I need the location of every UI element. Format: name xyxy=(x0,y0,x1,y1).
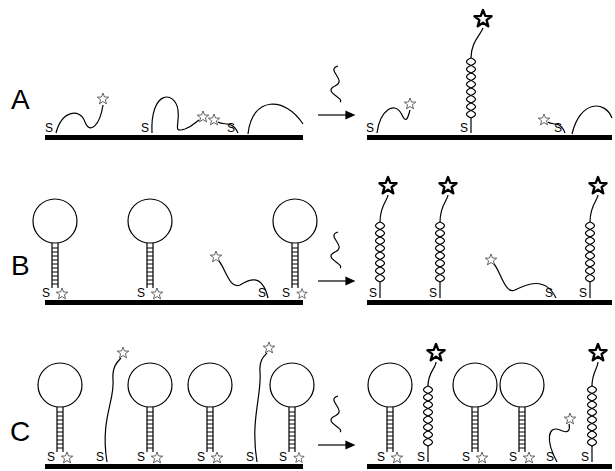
thiol-label: S xyxy=(429,287,437,299)
thiol-label: S xyxy=(197,451,205,463)
thiol-label: S xyxy=(282,287,290,299)
thiol-label: S xyxy=(462,451,470,463)
thiol-label: S xyxy=(258,287,266,299)
thiol-label: S xyxy=(45,122,53,134)
thiol-label: S xyxy=(554,122,562,134)
thiol-label: S xyxy=(369,287,377,299)
thiol-label: S xyxy=(581,451,589,463)
thiol-label: S xyxy=(417,451,425,463)
thiol-label: S xyxy=(460,122,468,134)
thiol-label: S xyxy=(509,451,517,463)
thiol-label: S xyxy=(246,451,254,463)
thiol-label: S xyxy=(546,451,554,463)
panel-letter: A xyxy=(11,86,30,114)
thiol-label: S xyxy=(279,451,287,463)
thiol-label: S xyxy=(137,287,145,299)
thiol-label: S xyxy=(96,451,104,463)
thiol-label: S xyxy=(366,122,374,134)
thiol-label: S xyxy=(141,122,149,134)
thiol-label: S xyxy=(47,451,55,463)
thiol-label: S xyxy=(579,287,587,299)
panel-letter: C xyxy=(10,418,30,446)
thiol-label: S xyxy=(377,451,385,463)
thiol-label: S xyxy=(545,287,553,299)
thiol-label: S xyxy=(42,287,50,299)
panel-letter: B xyxy=(11,252,30,280)
thiol-label: S xyxy=(137,451,145,463)
thiol-label: S xyxy=(227,122,235,134)
